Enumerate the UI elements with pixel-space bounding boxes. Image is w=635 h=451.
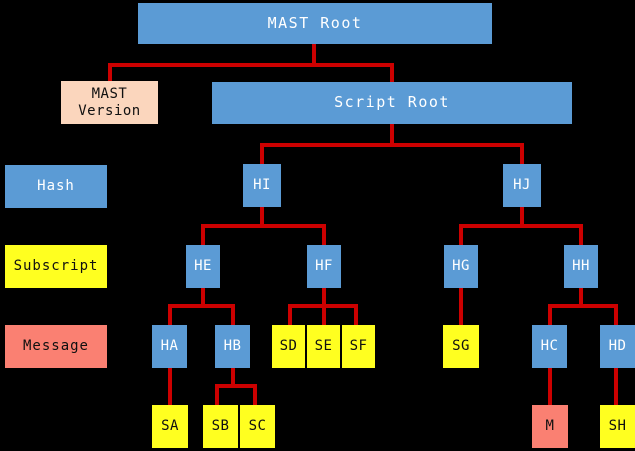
edge-to-he bbox=[201, 224, 205, 246]
node-script-root: Script Root bbox=[212, 82, 572, 124]
edge-mast-root-stem bbox=[312, 43, 316, 65]
edge-to-hd bbox=[614, 304, 618, 326]
edge-to-sf bbox=[354, 304, 358, 326]
node-sf: SF bbox=[342, 325, 375, 368]
edge-to-ha bbox=[168, 304, 172, 326]
edge-mast-root-bus bbox=[108, 63, 394, 67]
edge-hf-stem bbox=[322, 288, 326, 306]
node-sg: SG bbox=[443, 325, 479, 368]
legend-item-message: Message bbox=[5, 325, 107, 368]
node-hi: HI bbox=[243, 164, 281, 207]
edge-to-m bbox=[548, 368, 552, 406]
node-hd: HD bbox=[600, 325, 635, 368]
legend-item-subscript: Subscript bbox=[5, 245, 107, 288]
node-he: HE bbox=[186, 245, 220, 288]
node-se: SE bbox=[307, 325, 340, 368]
edge-he-stem bbox=[201, 288, 205, 306]
edge-to-sh bbox=[614, 368, 618, 406]
edge-to-sb bbox=[215, 384, 219, 406]
edge-hi-stem bbox=[260, 206, 264, 226]
node-hj: HJ bbox=[503, 164, 541, 207]
edge-to-sc bbox=[253, 384, 257, 406]
node-m: M bbox=[532, 405, 568, 448]
node-sa: SA bbox=[152, 405, 188, 448]
edge-to-hh bbox=[579, 224, 583, 246]
edge-he-bus bbox=[168, 304, 235, 308]
node-hh: HH bbox=[564, 245, 598, 288]
node-mast-version: MAST Version bbox=[61, 81, 158, 124]
legend-item-hash: Hash bbox=[5, 165, 107, 208]
node-mast-root: MAST Root bbox=[138, 3, 492, 44]
edge-to-hj bbox=[520, 143, 524, 165]
edge-hj-stem bbox=[520, 206, 524, 226]
edge-to-hg bbox=[459, 224, 463, 246]
edge-to-sd bbox=[288, 304, 292, 326]
node-hb: HB bbox=[215, 325, 250, 368]
edge-to-hc bbox=[548, 304, 552, 326]
node-sb: SB bbox=[203, 405, 238, 448]
edge-to-mast-version bbox=[108, 63, 112, 83]
edge-to-se bbox=[322, 304, 326, 326]
edge-to-script-root bbox=[390, 63, 394, 84]
edge-to-hf bbox=[322, 224, 326, 246]
edge-hh-stem bbox=[579, 288, 583, 306]
node-sh: SH bbox=[600, 405, 635, 448]
edge-to-hi bbox=[260, 143, 264, 165]
node-sc: SC bbox=[240, 405, 275, 448]
edge-hb-bus bbox=[215, 384, 257, 388]
edge-hi-bus bbox=[201, 224, 326, 228]
edge-script-root-bus bbox=[260, 143, 524, 147]
node-ha: HA bbox=[152, 325, 187, 368]
edge-script-root-stem bbox=[390, 123, 394, 145]
node-sd: SD bbox=[272, 325, 305, 368]
edge-hb-stem bbox=[231, 368, 235, 386]
edge-to-sa bbox=[168, 368, 172, 406]
edge-hj-bus bbox=[459, 224, 583, 228]
edge-to-sg bbox=[459, 288, 463, 326]
node-hf: HF bbox=[307, 245, 341, 288]
node-hc: HC bbox=[532, 325, 567, 368]
edge-hh-bus bbox=[548, 304, 618, 308]
edge-to-hb bbox=[231, 304, 235, 326]
node-hg: HG bbox=[444, 245, 478, 288]
